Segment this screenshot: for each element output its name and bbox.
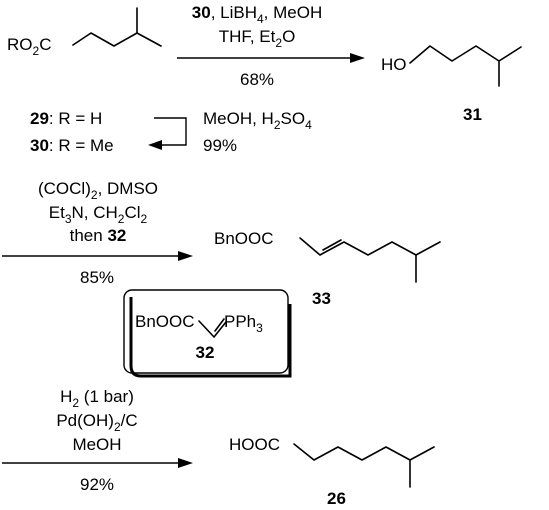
product33-label: BnOOC [214, 229, 274, 248]
compound-32-id: 32 [196, 343, 215, 362]
product26-label: HOOC [229, 435, 280, 454]
step2-yield: 85% [80, 268, 114, 287]
compound-30-label: 30: R = Me [30, 136, 114, 155]
step3-arrowhead [178, 458, 193, 468]
step2-reagents-line2: Et3N, CH2Cl2 [49, 203, 148, 226]
step1-solvent: THF, Et2O [219, 27, 296, 50]
ylide32-double-bond [214, 318, 225, 332]
step2-arrowhead [178, 251, 193, 261]
ylide32-bonds [198, 320, 227, 338]
product33-chain [299, 237, 441, 256]
esterification-arrow [154, 117, 187, 146]
step2-reagents-line1: (COCl)2, DMSO [38, 179, 158, 202]
compound-33-id: 33 [312, 289, 331, 308]
ylide32-label-right: PPh3 [224, 312, 263, 335]
ylide32-box [123, 289, 289, 374]
product31-label: HO [381, 55, 407, 74]
compound-31-id: 31 [463, 105, 482, 124]
start-material-label: RO2C [7, 35, 51, 58]
step1-arrowhead [350, 53, 365, 63]
step1-yield: 68% [240, 70, 274, 89]
step3-reagents-line1: H2 (1 bar) [60, 387, 134, 410]
esterification-arrowhead [148, 140, 162, 150]
compound-29-label: 29: R = H [30, 109, 102, 128]
step2-reagents-line3: then 32 [70, 226, 127, 245]
product26-chain [293, 443, 435, 461]
start-material-chain [72, 32, 162, 47]
step1-reagents: 30, LiBH4, MeOH [192, 3, 322, 26]
compound-26-id: 26 [327, 489, 346, 508]
ylide32-box-shadow [129, 297, 292, 378]
esterification-reagents: MeOH, H2SO4 [203, 109, 312, 132]
esterification-yield: 99% [203, 136, 237, 155]
product31-chain [409, 45, 522, 64]
product33-double-bond [322, 239, 342, 251]
ylide32-label-left: BnOOC [135, 312, 195, 331]
step3-reagents-line3: MeOH [72, 435, 121, 454]
step3-yield: 92% [80, 475, 114, 494]
step3-reagents-line2: Pd(OH)2/C [56, 411, 137, 434]
